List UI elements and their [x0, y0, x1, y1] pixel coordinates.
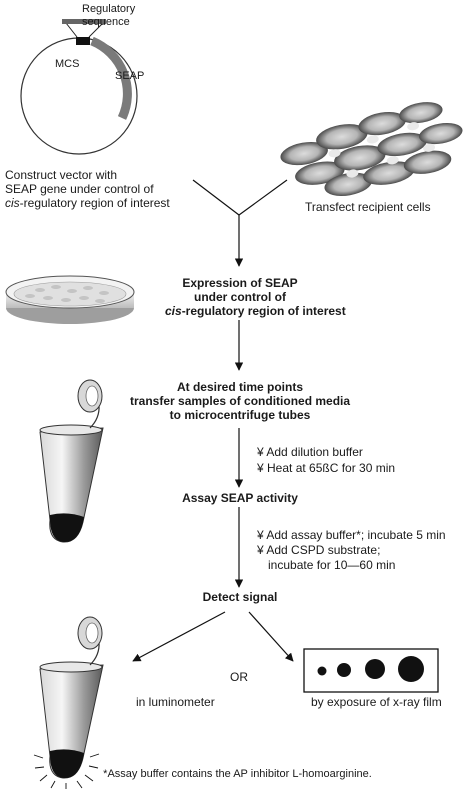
film-label: by exposure of x-ray film [311, 695, 442, 709]
luminometer-label: in luminometer [136, 695, 215, 709]
cell-monolayer [280, 102, 463, 197]
expression-step: Expression of SEAP under control of cis-… [165, 276, 346, 318]
microcentrifuge-tube-luminometer [33, 616, 104, 789]
construct-vector-caption: Construct vector with SEAP gene under co… [5, 168, 170, 210]
luminescence-rays-icon [33, 753, 100, 789]
footnote: *Assay buffer contains the AP inhibitor … [103, 768, 372, 780]
detect-step: Detect signal [202, 590, 278, 604]
or-label: OR [230, 670, 248, 684]
flow-connectors [132, 179, 294, 662]
mcs-label: MCS [55, 58, 80, 70]
plasmid-vector [20, 19, 138, 155]
film-spot-1 [317, 666, 327, 676]
regulatory-sequence-label: Regulatory sequence [82, 3, 136, 28]
assay-step: Assay SEAP activity [182, 491, 298, 505]
transfect-cells-caption: Transfect recipient cells [305, 200, 431, 214]
dilution-substeps: ¥ Add dilution buffer ¥ Heat at 65ßC for… [257, 445, 396, 475]
assay-substeps: ¥ Add assay buffer*; incubate 5 min ¥ Ad… [257, 528, 446, 572]
film-spot-3 [365, 659, 385, 679]
petri-dish [5, 275, 135, 324]
transfer-step: At desired time points transfer samples … [130, 380, 351, 422]
x-ray-film [303, 648, 439, 693]
regulatory-sequence-icon [62, 19, 106, 38]
microcentrifuge-tube-sample [39, 379, 104, 543]
film-spot-2 [337, 663, 351, 677]
seap-label: SEAP [115, 70, 145, 82]
film-spot-4 [398, 656, 424, 682]
mcs-block [76, 37, 90, 45]
